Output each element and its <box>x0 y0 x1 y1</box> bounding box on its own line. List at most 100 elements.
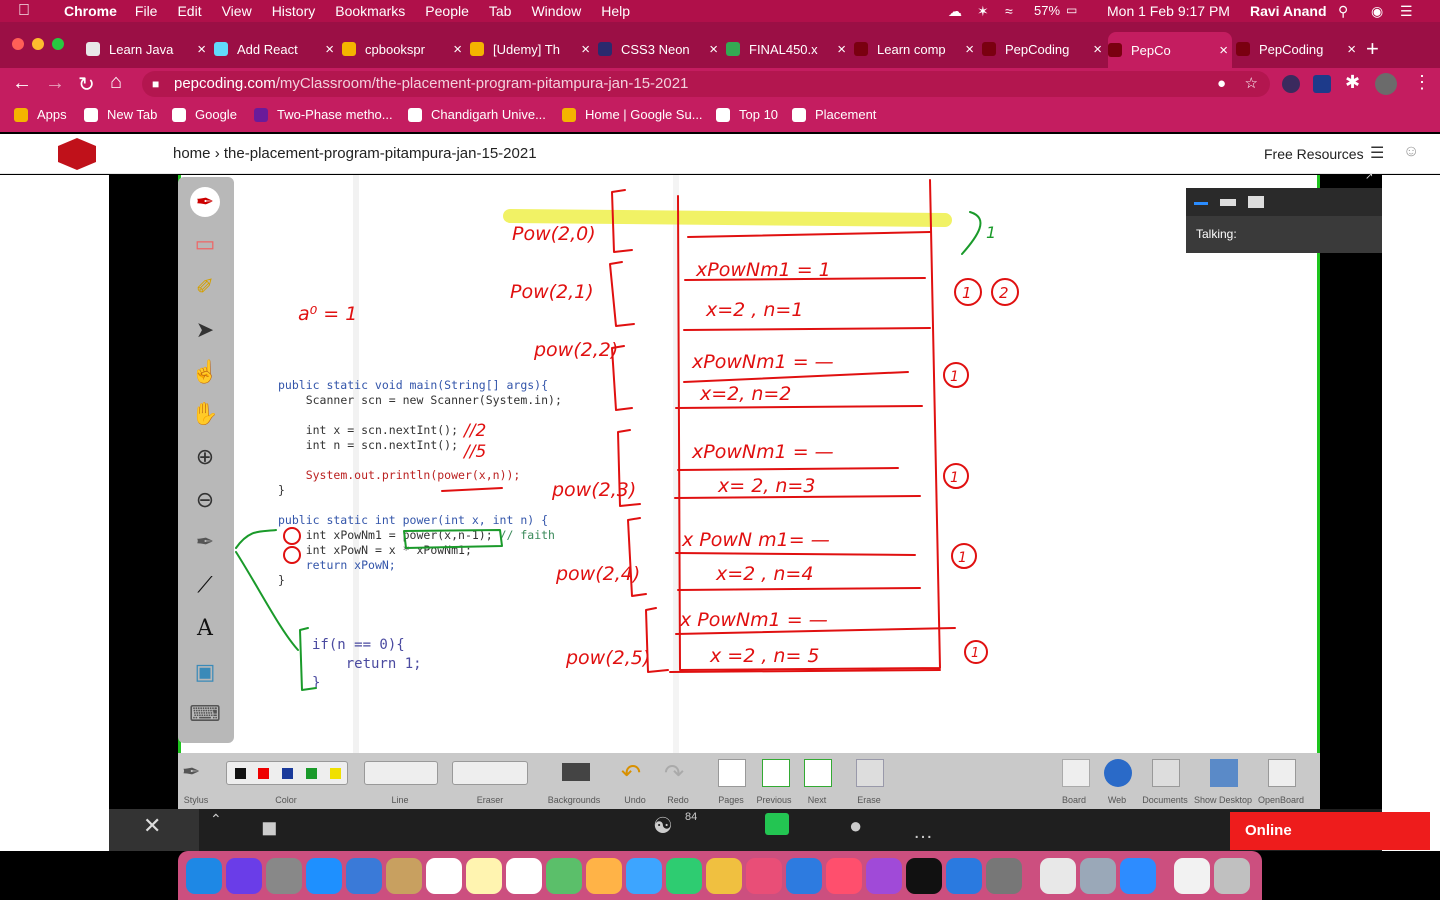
undo-icon[interactable]: ↶ <box>621 760 642 787</box>
browser-tab[interactable]: PepCoding× <box>982 36 1106 62</box>
battery-icon[interactable]: ▭ <box>1066 3 1078 17</box>
mic-icon[interactable]: ● <box>1216 75 1226 92</box>
apple-tv-icon[interactable] <box>906 858 942 894</box>
safari-icon[interactable] <box>306 858 342 894</box>
podcasts-app-icon[interactable] <box>866 858 902 894</box>
close-tab-icon[interactable]: × <box>453 40 462 58</box>
bookmark-item[interactable]: Placement <box>792 107 876 122</box>
menu-bookmarks[interactable]: Bookmarks <box>323 3 405 19</box>
whiteboard-canvas[interactable] <box>178 175 1320 753</box>
text-tool-icon[interactable]: A <box>197 615 213 641</box>
hand-tool-icon[interactable]: ✋ <box>191 401 219 426</box>
browser-tab[interactable]: cpbookspr× <box>342 36 466 62</box>
podcasts-icon[interactable] <box>786 858 822 894</box>
bookmark-item[interactable]: Google <box>172 107 237 122</box>
menu-tab[interactable]: Tab <box>476 3 512 19</box>
zoom-in-icon[interactable]: ⊕ <box>195 444 215 469</box>
launchpad-icon[interactable] <box>266 858 302 894</box>
menu-edit[interactable]: Edit <box>165 3 201 19</box>
full-view-icon[interactable] <box>1248 196 1264 208</box>
close-tab-icon[interactable]: × <box>197 40 206 58</box>
keyboard-icon[interactable]: ⌨ <box>189 701 221 726</box>
stylus-icon[interactable]: ✒ <box>182 759 201 784</box>
reminders-icon[interactable] <box>506 858 542 894</box>
reload-button[interactable]: ↻ <box>78 74 95 96</box>
notes-icon[interactable] <box>466 858 502 894</box>
browser-tab[interactable]: Add React× <box>214 36 338 62</box>
menu-help[interactable]: Help <box>589 3 630 19</box>
close-window-button[interactable] <box>12 38 24 50</box>
browser-tab[interactable]: FINAL450.x× <box>726 36 850 62</box>
close-tab-icon[interactable]: × <box>1347 40 1356 58</box>
user-name[interactable]: Ravi Anand <box>1250 3 1327 19</box>
zoom-icon[interactable] <box>1120 858 1156 894</box>
expand-icon[interactable]: ↗ <box>1365 171 1374 182</box>
browser-tab[interactable]: [Udemy] Th× <box>470 36 594 62</box>
bookmark-item[interactable]: Chandigarh Unive... <box>408 107 546 122</box>
menu-history[interactable]: History <box>259 3 316 19</box>
extension-vu-icon[interactable] <box>1282 75 1300 93</box>
siri-icon[interactable] <box>226 858 262 894</box>
browser-tab[interactable]: PepCoding× <box>1236 36 1360 62</box>
finder-icon[interactable] <box>186 858 222 894</box>
pen-tool-icon[interactable]: ✒ <box>190 187 220 217</box>
music-icon[interactable] <box>826 858 862 894</box>
textedit-icon[interactable] <box>1174 858 1210 894</box>
menu-view[interactable]: View <box>209 3 252 19</box>
clock[interactable]: Mon 1 Feb 9:17 PM <box>1107 3 1230 19</box>
color-green-swatch[interactable] <box>306 768 317 779</box>
menu-file[interactable]: File <box>122 3 158 19</box>
menu-people[interactable]: People <box>413 3 469 19</box>
app-store-icon[interactable] <box>946 858 982 894</box>
unmute-button[interactable]: ✕ <box>109 809 199 851</box>
zoom-out-icon[interactable]: ⊖ <box>195 487 215 512</box>
browser-tab[interactable]: Learn comp× <box>854 36 978 62</box>
extension-vu2-icon[interactable] <box>1313 75 1331 93</box>
show-desktop-icon[interactable] <box>1210 759 1238 787</box>
close-tab-icon[interactable]: × <box>581 40 590 58</box>
bluetooth-icon[interactable]: ✶ <box>977 3 989 19</box>
backgrounds-icon[interactable] <box>562 763 590 781</box>
stop-video-icon[interactable]: ◼ <box>261 817 278 839</box>
share-screen-icon[interactable] <box>765 813 789 835</box>
keynote-icon[interactable] <box>706 858 742 894</box>
board-icon[interactable] <box>1062 759 1090 787</box>
browser-tab[interactable]: PepCo× <box>1108 32 1232 68</box>
redo-icon[interactable]: ↷ <box>664 760 685 787</box>
bookmark-item[interactable]: Two-Phase metho... <box>254 107 393 122</box>
messages-icon[interactable] <box>626 858 662 894</box>
user-icon[interactable]: ☺ <box>1403 143 1420 160</box>
interact-tool-icon[interactable]: ☝ <box>191 359 219 384</box>
chat-icon[interactable]: ● <box>849 813 863 838</box>
chrome-menu-icon[interactable]: ⋮ <box>1413 72 1431 92</box>
close-tab-icon[interactable]: × <box>965 40 974 58</box>
browser-tab[interactable]: CSS3 Neon× <box>598 36 722 62</box>
more-icon[interactable]: … <box>913 821 933 843</box>
forward-button[interactable]: → <box>45 72 65 94</box>
close-tab-icon[interactable]: × <box>837 40 846 58</box>
previous-page-icon[interactable] <box>762 759 790 787</box>
menu-window[interactable]: Window <box>519 3 581 19</box>
strip-view-icon[interactable] <box>1220 199 1236 206</box>
photos-icon[interactable] <box>586 858 622 894</box>
pages-icon[interactable] <box>718 759 746 787</box>
bookmark-star-icon[interactable]: ☆ <box>1244 75 1258 92</box>
apple-icon[interactable]:  <box>18 2 30 20</box>
color-blue-swatch[interactable] <box>282 768 293 779</box>
openboard-settings-icon[interactable] <box>1268 759 1296 787</box>
preview-icon[interactable] <box>346 858 382 894</box>
selector-tool-icon[interactable]: ➤ <box>195 317 215 342</box>
next-page-icon[interactable] <box>804 759 832 787</box>
chevron-up-icon[interactable]: ⌃ <box>210 811 222 827</box>
color-yellow-swatch[interactable] <box>330 768 341 779</box>
line-width-picker[interactable] <box>364 761 438 785</box>
wifi-icon[interactable]: ≈ <box>1005 3 1013 19</box>
color-red-swatch[interactable] <box>258 768 269 779</box>
numbers-icon[interactable] <box>746 858 782 894</box>
color-black-swatch[interactable] <box>235 768 246 779</box>
laser-pointer-icon[interactable]: ✒ <box>195 529 215 554</box>
close-tab-icon[interactable]: × <box>1219 41 1228 59</box>
chrome-icon[interactable] <box>1040 858 1076 894</box>
eraser-tool-icon[interactable]: ▭ <box>194 231 216 256</box>
minimize-window-button[interactable] <box>32 38 44 50</box>
